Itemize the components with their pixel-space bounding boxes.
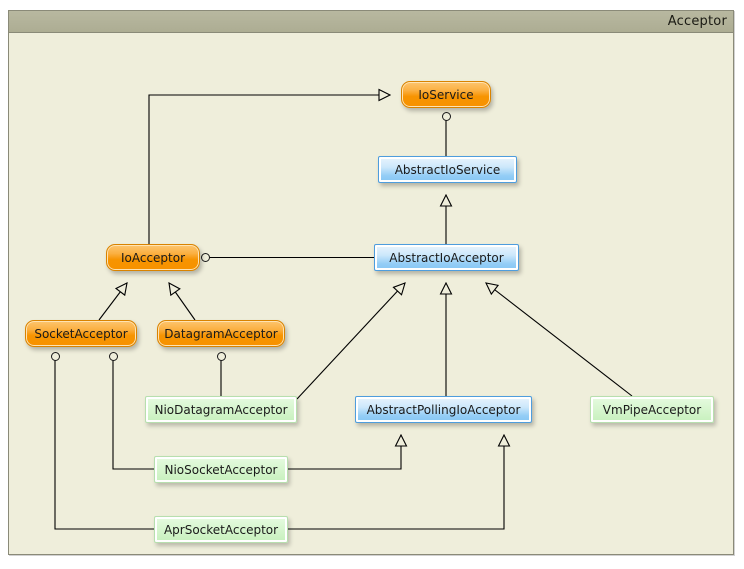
edge-niosocketacceptor-to-abstractpollingioacceptor bbox=[288, 435, 401, 470]
edge-ioacceptor-to-ioservice bbox=[148, 95, 390, 244]
edge-socketacceptor-to-ioacceptor bbox=[98, 283, 127, 321]
edge-vmpipeacceptor-to-abstractioacceptor bbox=[486, 283, 633, 397]
node-socketacceptor[interactable]: SocketAcceptor bbox=[25, 320, 137, 347]
node-aprsocketacceptor[interactable]: AprSocketAcceptor bbox=[154, 516, 288, 543]
diagram-titlebar: Acceptor bbox=[9, 11, 733, 33]
lollipop-ioservice bbox=[442, 112, 451, 121]
diagram-canvas[interactable]: IoService AbstractIoService IoAcceptor A… bbox=[9, 33, 733, 555]
node-ioacceptor[interactable]: IoAcceptor bbox=[106, 244, 200, 271]
node-label: DatagramAcceptor bbox=[164, 326, 278, 341]
node-label: IoService bbox=[418, 87, 474, 102]
node-label: NioDatagramAcceptor bbox=[154, 402, 288, 417]
node-label: AbstractPollingIoAcceptor bbox=[366, 402, 521, 417]
lollipop-socketacceptor-apr bbox=[51, 352, 60, 361]
lollipop-datagramacceptor bbox=[217, 352, 226, 361]
node-label: VmPipeAcceptor bbox=[602, 402, 702, 417]
node-label: NioSocketAcceptor bbox=[164, 462, 278, 477]
diagram-frame: Acceptor bbox=[8, 10, 734, 555]
node-label: SocketAcceptor bbox=[34, 326, 128, 341]
node-abstractioservice[interactable]: AbstractIoService bbox=[378, 156, 517, 183]
lollipop-socketacceptor-nio bbox=[109, 352, 118, 361]
lollipop-ioacceptor bbox=[201, 253, 210, 262]
edge-niosocketacceptor-to-socketacceptor bbox=[112, 356, 154, 470]
node-niosocketacceptor[interactable]: NioSocketAcceptor bbox=[154, 456, 288, 483]
diagram-title: Acceptor bbox=[667, 14, 727, 29]
diagram-edges bbox=[54, 33, 633, 530]
edge-aprsocketacceptor-to-abstractpollingioacceptor bbox=[288, 435, 504, 530]
node-vmpipeacceptor[interactable]: VmPipeAcceptor bbox=[590, 396, 714, 423]
node-ioservice[interactable]: IoService bbox=[401, 81, 491, 108]
node-abstractioacceptor[interactable]: AbstractIoAcceptor bbox=[374, 244, 519, 271]
node-label: AbstractIoService bbox=[394, 162, 501, 177]
node-label: AbstractIoAcceptor bbox=[389, 250, 504, 265]
node-datagramacceptor[interactable]: DatagramAcceptor bbox=[157, 320, 285, 347]
edge-datagramacceptor-to-ioacceptor bbox=[169, 283, 196, 321]
edge-niodatagramacceptor-to-abstractioacceptor bbox=[296, 283, 405, 400]
node-label: AprSocketAcceptor bbox=[163, 522, 279, 537]
edge-aprsocketacceptor-to-socketacceptor bbox=[54, 356, 154, 530]
node-niodatagramacceptor[interactable]: NioDatagramAcceptor bbox=[145, 396, 297, 423]
node-abstractpollingioacceptor[interactable]: AbstractPollingIoAcceptor bbox=[355, 396, 532, 423]
node-label: IoAcceptor bbox=[120, 250, 186, 265]
